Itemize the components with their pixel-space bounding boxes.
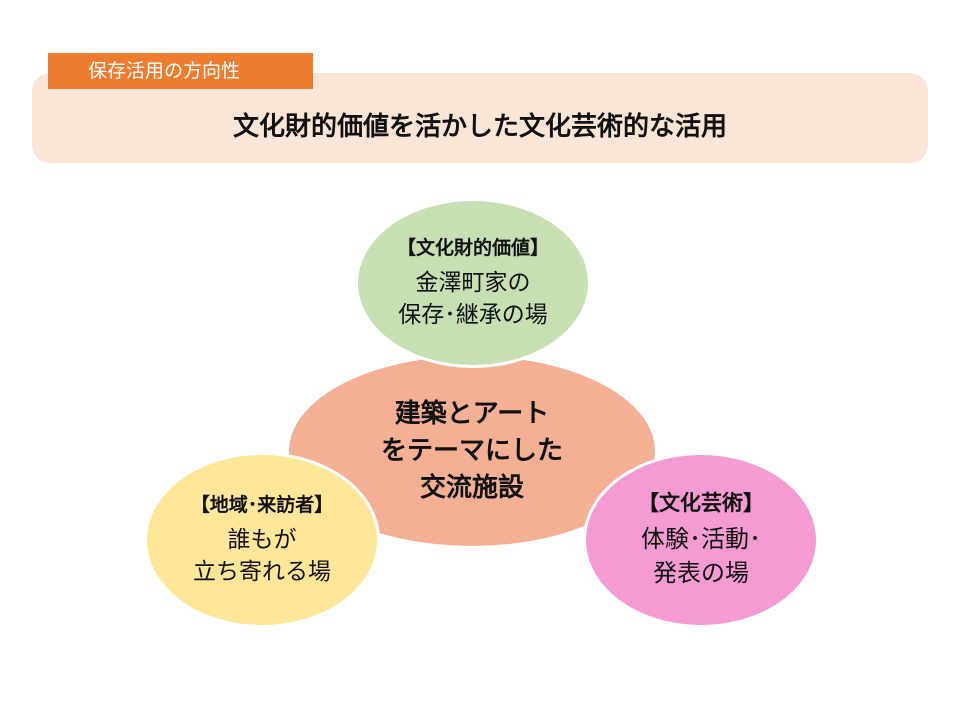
center-line-3: 交流施設 [419, 472, 524, 503]
community-line-2: 立ち寄れる場 [193, 559, 331, 585]
center-line-1: 建築とアート [394, 398, 550, 429]
center-line-2: をテーマにした [380, 435, 563, 466]
community-heading: 【地域･来訪者】 [190, 494, 334, 516]
culture-arts-ellipse: 【文化芸術】 体験･活動･ 発表の場 [583, 452, 819, 628]
slide-title: 文化財的価値を活かした文化芸術的な活用 [232, 112, 727, 142]
community-line-1: 誰もが [227, 527, 297, 553]
culture-arts-line-1: 体験･活動･ [641, 525, 761, 553]
cultural-value-ellipse: 【文化財的価値】 金澤町家の 保存･継承の場 [355, 198, 591, 368]
cultural-value-line-1: 金澤町家の [415, 270, 531, 296]
community-ellipse: 【地域･来訪者】 誰もが 立ち寄れる場 [144, 452, 380, 628]
culture-arts-line-2: 発表の場 [653, 559, 749, 587]
culture-arts-heading: 【文化芸術】 [638, 491, 764, 515]
section-tag: 保存活用の方向性 [48, 53, 313, 89]
cultural-value-heading: 【文化財的価値】 [396, 237, 549, 259]
cultural-value-line-2: 保存･継承の場 [398, 302, 548, 328]
